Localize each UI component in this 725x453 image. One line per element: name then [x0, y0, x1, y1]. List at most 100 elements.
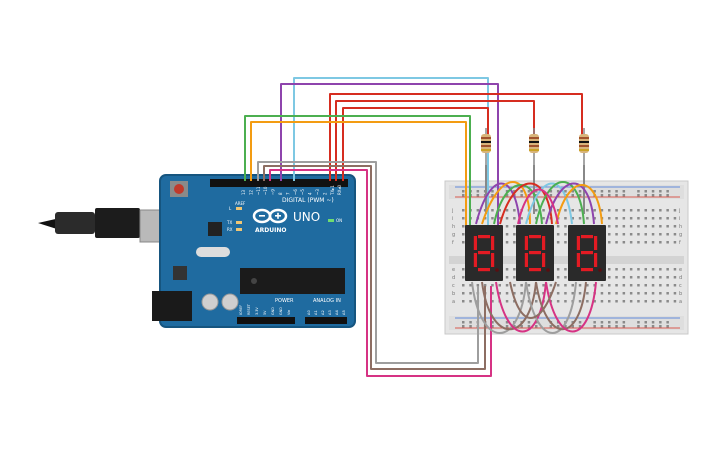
digital-pin-label: ~6 [293, 189, 298, 195]
on-led [328, 219, 334, 222]
digital-pin-label: 4 [308, 192, 313, 195]
seven-segment-displays [465, 225, 606, 281]
analog-pin-label: A2 [321, 310, 325, 315]
wire-red-2[interactable] [335, 100, 535, 181]
row-letter: h [452, 224, 455, 230]
display-segment [478, 251, 490, 255]
wire-gray[interactable] [257, 161, 479, 364]
display-segment [542, 253, 546, 267]
resistors [481, 128, 589, 165]
arduino-logo [252, 208, 288, 224]
power-header [237, 317, 295, 324]
digital-pin-label: ~5 [300, 189, 305, 195]
wire-green[interactable] [244, 115, 471, 238]
row-letter: e [679, 267, 682, 273]
display-segment [478, 235, 490, 239]
power-pin-label: 3.3V [255, 307, 259, 315]
reset-button-cap[interactable] [174, 184, 184, 194]
row-letter: j [678, 208, 680, 214]
aref-label: AREF [235, 201, 246, 206]
row-letter: f [452, 240, 454, 246]
row-letter: g [679, 232, 682, 238]
row-letter: i [452, 216, 453, 222]
display-segment [529, 268, 541, 272]
row-letter: f [679, 240, 681, 246]
model-label: UNO [293, 210, 320, 224]
digital-pin-label: RX◂0 [337, 184, 342, 195]
wire-magenta[interactable] [269, 169, 492, 377]
digital-label: DIGITAL (PWM ~) [282, 197, 334, 204]
digital-pin-label: ~11 [256, 186, 261, 195]
display-segment [491, 253, 495, 267]
display-segment [581, 235, 593, 239]
wire-orange[interactable] [250, 121, 467, 238]
resistor-1[interactable] [481, 128, 491, 165]
brand-label: ARDUINO [255, 227, 286, 234]
display-segment [594, 236, 598, 250]
digital-header [210, 179, 348, 187]
usb-chip [208, 222, 222, 236]
row-letter: c [679, 283, 682, 289]
row-letter: d [452, 275, 455, 281]
digital-pin-label: 13 [241, 189, 246, 195]
power-pin-label: 5V [263, 310, 267, 315]
l-label: L [229, 206, 232, 211]
row-letter: g [452, 232, 455, 238]
decimal-point [546, 268, 550, 272]
capacitor-1 [201, 293, 219, 311]
resistor-3[interactable] [579, 128, 589, 165]
row-letter: i [679, 216, 680, 222]
wire-red-3[interactable] [342, 107, 489, 181]
power-label: POWER [275, 298, 294, 304]
digital-pin-label: 8 [278, 192, 283, 195]
analog-pin-label: A1 [314, 310, 318, 315]
display-segment [576, 236, 580, 250]
row-letter: d [679, 275, 682, 281]
digital-pin-label: ~3 [315, 189, 320, 195]
l-led [236, 207, 242, 210]
row-letter: b [679, 291, 682, 297]
analog-pin-label: A0 [307, 310, 311, 315]
digital-pin-label: ~10 [263, 186, 268, 195]
resistor-2[interactable] [529, 128, 539, 165]
power-pin-label: GND [271, 307, 275, 315]
display-3[interactable] [568, 225, 606, 281]
rx-label: RX [227, 227, 233, 232]
display-jumpers-bottom [471, 281, 597, 334]
row-letter: h [679, 224, 682, 230]
digital-pin-label: TX▸1 [330, 185, 335, 196]
crystal [196, 247, 230, 257]
row-letter: a [679, 299, 682, 305]
display-segment [478, 268, 490, 272]
wire-brown[interactable] [263, 165, 486, 370]
wire-cyan[interactable] [293, 77, 489, 238]
display-segment [524, 236, 528, 250]
digital-pin-label: ~9 [271, 189, 276, 195]
wire-red-1[interactable] [329, 93, 583, 181]
display-segment [576, 253, 580, 267]
display-segment [491, 236, 495, 250]
wire-purple[interactable] [280, 83, 499, 238]
row-letter: j [451, 208, 453, 214]
rx-led [236, 228, 242, 231]
power-jack[interactable] [152, 291, 192, 321]
decimal-point [495, 268, 499, 272]
display-2[interactable] [516, 225, 554, 281]
digital-pin-label: 7 [285, 192, 290, 195]
power-pin-label: IOREF [239, 305, 243, 315]
digital-pin-label: 2 [322, 192, 327, 195]
analog-header [305, 317, 347, 324]
row-letter: b [452, 291, 455, 297]
wires [244, 77, 583, 377]
display-1[interactable] [465, 225, 503, 281]
row-letter: a [452, 299, 455, 305]
microcontroller-chip [240, 268, 345, 294]
analog-pin-label: A4 [335, 310, 339, 315]
display-segment [529, 251, 541, 255]
analog-pin-label: A3 [328, 310, 332, 315]
